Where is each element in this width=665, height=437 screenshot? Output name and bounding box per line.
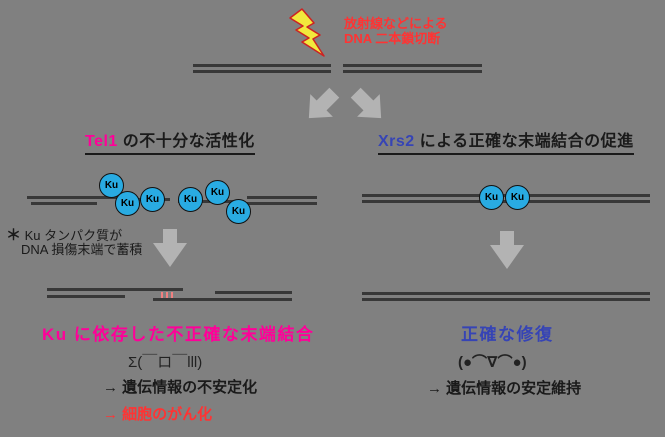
mismatch-mark — [161, 292, 163, 298]
dna-misjoined-strand2 — [47, 295, 125, 298]
arrow-down-left-icon — [308, 87, 340, 119]
ku-protein: Ku — [205, 180, 230, 205]
down-arrow-left-icon — [153, 229, 187, 267]
dna-top-left-strand2 — [193, 70, 331, 73]
dna-mid-right-strand1 — [247, 196, 317, 199]
dna-top-right-strand1 — [343, 64, 482, 67]
dna-top-left-strand1 — [193, 64, 331, 67]
right-result-label: 正確な修復 — [461, 325, 554, 344]
cause-title: 放射線などによる DNA 二本鎖切断 — [344, 16, 448, 46]
gene-name-tel1: Tel1 — [85, 133, 118, 150]
dna-mid-right-strand2 — [247, 202, 317, 205]
cause-line1: 放射線などによる — [344, 16, 448, 31]
left-branch-header: Tel1 の不十分な活性化 — [85, 127, 255, 155]
left-result-label: Ku に依存した不正確な末端結合 — [42, 325, 315, 344]
right-outcome1: → 遺伝情報の安定維持 — [427, 380, 582, 397]
gene-name-xrs2: Xrs2 — [378, 133, 415, 150]
ku-protein: Ku — [226, 199, 251, 224]
mismatch-mark — [171, 292, 173, 298]
dna-repaired-strand1 — [362, 292, 650, 295]
asterisk-marker: ＊ — [6, 227, 22, 244]
left-outcome2: → 細胞のがん化 — [103, 406, 213, 423]
ku-protein: Ku — [479, 185, 504, 210]
ku-note-line2: DNA 損傷末端で蓄積 — [21, 242, 143, 257]
right-branch-header: Xrs2 による正確な末端結合の促進 — [378, 127, 634, 155]
dna-mid-left-strand2 — [31, 202, 97, 205]
dna-misjoined-strand3 — [153, 298, 292, 301]
lightning-bolt-icon — [289, 8, 325, 57]
dna-top-right-strand2 — [343, 70, 482, 73]
dna-mid-left-end2 — [178, 200, 233, 203]
right-header-text: による正確な末端結合の促進 — [414, 133, 634, 150]
cause-line2: DNA 二本鎖切断 — [344, 31, 441, 46]
ku-protein: Ku — [115, 191, 140, 216]
mismatch-mark — [166, 292, 168, 298]
down-arrow-right-icon — [490, 231, 524, 269]
ku-note-line1: ＊ Ku タンパク質が — [6, 227, 123, 244]
shocked-kaomoji: Σ(￣ロ￣lll) — [128, 354, 203, 371]
happy-kaomoji: (●⌒∇⌒●) — [458, 354, 527, 371]
ku-protein: Ku — [505, 185, 530, 210]
dna-misjoined-strand1 — [47, 288, 183, 291]
dna-repaired-strand2 — [362, 298, 650, 301]
ku-protein: Ku — [140, 187, 165, 212]
arrow-down-right-icon — [350, 87, 382, 119]
ku-protein: Ku — [178, 187, 203, 212]
dna-mid-left-strand1 — [27, 196, 123, 199]
split-arrows-icon — [308, 87, 382, 119]
left-header-text: の不十分な活性化 — [117, 133, 255, 150]
dna-misjoined-strand4 — [215, 291, 292, 294]
left-outcome1: → 遺伝情報の不安定化 — [103, 379, 258, 396]
